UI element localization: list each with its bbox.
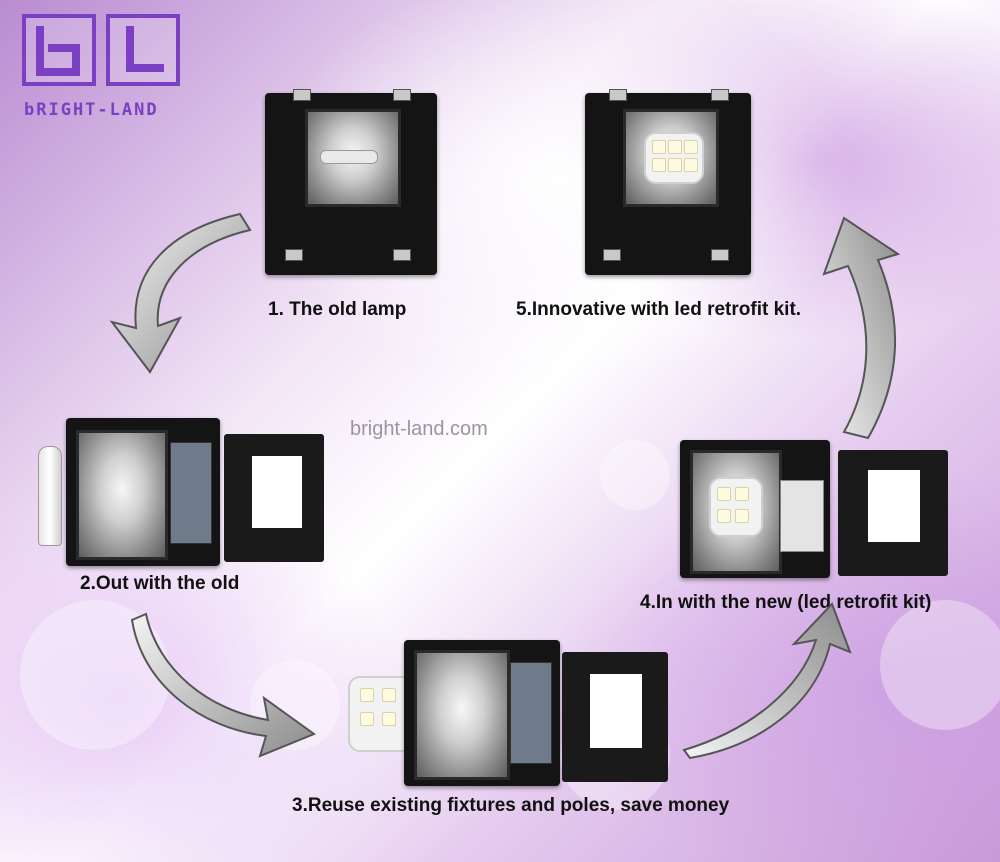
- led-chip: [382, 688, 396, 702]
- bokeh-bubble: [880, 600, 1000, 730]
- opened-fixture-reuse: [404, 640, 560, 786]
- led-chip: [652, 140, 666, 154]
- door-window: [252, 456, 302, 528]
- mount-clip: [285, 249, 303, 261]
- hid-bulb-icon: [320, 150, 378, 164]
- step-3-caption: 3.Reuse existing fixtures and poles, sav…: [292, 795, 729, 817]
- door-window: [868, 470, 920, 542]
- led-chip: [735, 487, 749, 501]
- lamp-reflector: [414, 650, 510, 780]
- ballast-box: [170, 442, 212, 544]
- led-chip: [652, 158, 666, 172]
- mount-clip: [711, 249, 729, 261]
- mount-clip: [711, 89, 729, 101]
- mount-clip: [609, 89, 627, 101]
- curved-arrow-icon: [100, 210, 270, 380]
- brand-logo: bRIGHT-LAND: [22, 14, 192, 126]
- ballast-box: [510, 662, 552, 764]
- fixture-door: [838, 450, 948, 576]
- led-chip: [360, 712, 374, 726]
- door-window: [590, 674, 642, 748]
- led-chip: [684, 140, 698, 154]
- hid-bulb-icon: [38, 446, 62, 546]
- opened-fixture-old: [66, 418, 220, 566]
- led-module-icon: [644, 132, 704, 184]
- lamp-reflector: [305, 109, 401, 207]
- led-chip: [668, 158, 682, 172]
- mount-clip: [393, 89, 411, 101]
- step-5-caption: 5.Innovative with led retrofit kit.: [516, 299, 801, 321]
- mount-clip: [393, 249, 411, 261]
- led-chip: [360, 688, 374, 702]
- lamp-reflector: [623, 109, 719, 207]
- led-driver-box: [780, 480, 824, 552]
- fixture-door: [224, 434, 324, 562]
- mount-clip: [293, 89, 311, 101]
- led-chip: [382, 712, 396, 726]
- led-chip: [668, 140, 682, 154]
- curved-arrow-icon: [128, 610, 318, 760]
- curved-arrow-icon: [808, 212, 918, 442]
- step-1-caption: 1. The old lamp: [268, 299, 406, 321]
- old-lamp-fixture: [265, 93, 437, 275]
- lamp-reflector: [76, 430, 168, 560]
- logo-letter-l: [106, 14, 180, 86]
- logo-text: bRIGHT-LAND: [24, 100, 159, 120]
- curved-arrow-icon: [680, 600, 860, 760]
- opened-fixture-new: [680, 440, 830, 578]
- lamp-reflector: [690, 450, 782, 574]
- step-2-caption: 2.Out with the old: [80, 573, 239, 595]
- watermark-url: bright-land.com: [350, 418, 488, 441]
- mount-clip: [603, 249, 621, 261]
- retrofit-lamp-fixture: [585, 93, 751, 275]
- logo-letter-b: [22, 14, 96, 86]
- led-chip: [717, 487, 731, 501]
- fixture-door: [562, 652, 668, 782]
- led-chip: [684, 158, 698, 172]
- led-chip: [717, 509, 731, 523]
- led-module-icon: [709, 477, 763, 537]
- bokeh-bubble: [600, 440, 670, 510]
- led-chip: [735, 509, 749, 523]
